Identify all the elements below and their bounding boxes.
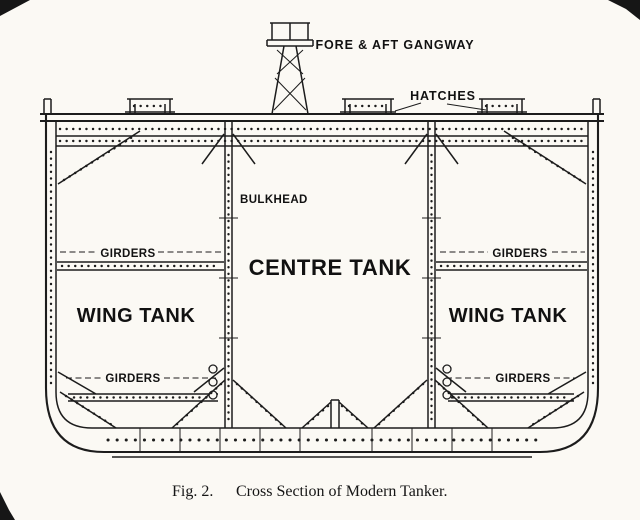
hatches-label: HATCHES (410, 89, 476, 103)
lower-girders (57, 364, 587, 402)
hatches-pointer-lines (394, 102, 487, 112)
longitudinal-bulkheads (219, 121, 441, 428)
lightening-hole (208, 364, 218, 374)
upper-girder-flanges (57, 261, 587, 271)
hatch-right-wing (477, 98, 527, 114)
bottom-bracket-rivet-rows (64, 382, 580, 427)
caption-title: Cross Section of Modern Tanker. (236, 483, 447, 500)
gangway-legs-platform-rail (266, 22, 314, 115)
bulkhead-label: BULKHEAD (240, 194, 308, 206)
bottom-brackets (59, 379, 585, 429)
girders-upper-left-label: GIRDERS (100, 248, 155, 260)
deck-structure (40, 98, 604, 147)
figure-labels: FORE & AFT GANGWAY HATCHES BULKHEAD CENT… (77, 38, 568, 385)
gangway-cross-bracing (273, 49, 307, 111)
lightening-hole (208, 390, 218, 400)
hatch-left-wing (125, 98, 175, 114)
inner-shell-and-inner-bottom (55, 121, 589, 458)
figure-caption: Fig. 2. Cross Section of Modern Tanker. (172, 483, 447, 500)
gangway-label: FORE & AFT GANGWAY (315, 38, 474, 52)
lightening-hole (208, 377, 218, 387)
upper-girders (57, 251, 587, 271)
lightening-hole (442, 377, 452, 387)
hull-shell (44, 114, 600, 458)
centre-tank-label: CENTRE TANK (249, 255, 412, 280)
wing-tank-right-label: WING TANK (449, 305, 568, 327)
lightening-hole (442, 390, 452, 400)
hatch-centre-tank (340, 98, 396, 114)
gusset-diagonals (57, 130, 587, 185)
bulkhead-stiffener-ticks (219, 217, 441, 339)
wing-tank-left-label: WING TANK (77, 305, 196, 327)
deck-gussets (57, 130, 587, 185)
girders-lower-left-label: GIRDERS (105, 373, 160, 385)
gusset-rivet-rows (62, 134, 582, 182)
side-shell-rivet-rows (49, 150, 595, 386)
bulkhead-plating (224, 121, 436, 428)
bulkhead-rivet-rows (227, 153, 433, 422)
double-bottom-floors (139, 428, 493, 452)
outer-shell-plating (44, 114, 600, 454)
girders-lower-right-label: GIRDERS (495, 373, 550, 385)
deck-beam-and-bulwark (43, 98, 601, 147)
deck-plating-lines (40, 112, 604, 123)
lightening-hole (442, 364, 452, 374)
caption-figure-number: Fig. 2. (172, 483, 213, 500)
gangway-tower (266, 22, 314, 115)
girders-upper-right-label: GIRDERS (492, 248, 547, 260)
hatch-coamings (125, 98, 527, 114)
